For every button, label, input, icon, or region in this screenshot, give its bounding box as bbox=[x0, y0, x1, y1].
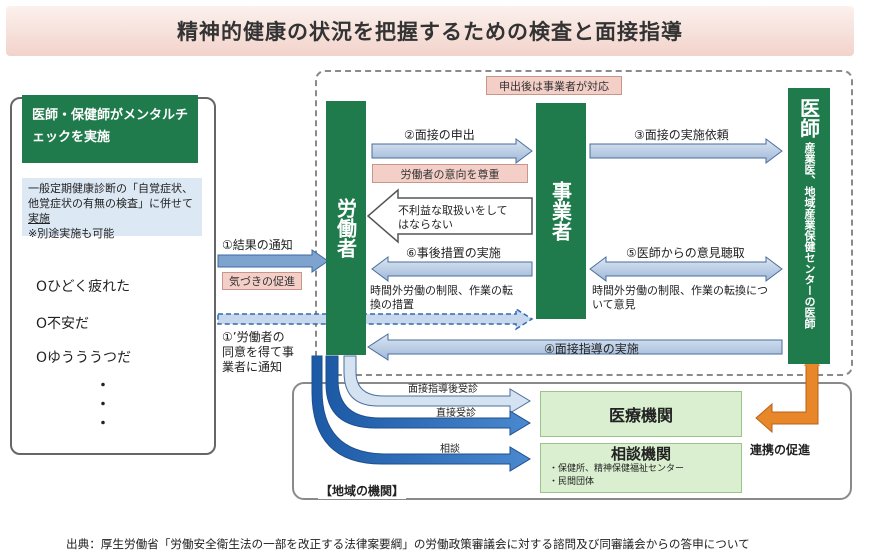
label-post-measures: ⑥事後措置の実施 bbox=[406, 246, 501, 260]
arrow-hear-opinion bbox=[589, 256, 783, 282]
consent-line-3: 業者に通知 bbox=[222, 360, 283, 374]
note-line-1: 一般定期健康診断の「自覚症状、 bbox=[28, 182, 193, 195]
arrow-direct-visit bbox=[325, 355, 531, 436]
symptom-more-1: ・ bbox=[96, 378, 110, 394]
symptom-depressed: Oゆうううつだ bbox=[36, 350, 132, 366]
medical-label: 医療機関 bbox=[608, 406, 673, 425]
doctor-sublabel: 産業医、地域産業保健センターの医師 bbox=[803, 142, 816, 329]
label-awareness: 気づきの促進 bbox=[222, 272, 302, 290]
label-result-notice: ①結果の通知 bbox=[222, 238, 293, 252]
regional-label: 【地域の機関】 bbox=[318, 482, 407, 499]
regional-boundary bbox=[292, 382, 852, 500]
medical-institution: 医療機関 bbox=[540, 391, 742, 437]
label-consent: ①’労働者の 同意を得て事 業者に通知 bbox=[222, 330, 294, 375]
label-interview-ask: ③面接の実施依頼 bbox=[634, 128, 729, 142]
post-measures-detail-line-2: 換の措置 bbox=[370, 298, 414, 311]
label-hear-opinion-detail: 時間外労働の制限、作業の転換につ いて意見 bbox=[592, 284, 768, 312]
arrow-consult bbox=[311, 355, 531, 472]
cooperation-label: 連携の促進 bbox=[750, 443, 811, 457]
symptom-more-2: ・ bbox=[96, 397, 110, 413]
label-hear-opinion: ⑤医師からの意見聴取 bbox=[626, 246, 745, 260]
consult-item-2: ・民間団体 bbox=[549, 477, 595, 487]
arrow-interview-request bbox=[371, 138, 533, 164]
top-note: 申出後は事業者が対応 bbox=[486, 76, 622, 95]
no-disadvantage-line-2: はならない bbox=[398, 218, 453, 231]
hear-opinion-detail-line-1: 時間外労働の制限、作業の転換につ bbox=[592, 284, 768, 297]
employer-label: 事業者 bbox=[548, 181, 573, 241]
consent-line-1: ①’労働者の bbox=[222, 330, 285, 344]
arrow-cooperation bbox=[755, 361, 819, 434]
company-boundary bbox=[315, 70, 853, 376]
label-no-disadvantage: 不利益な取扱いをして はならない bbox=[398, 204, 528, 232]
arrow-post-measures bbox=[371, 256, 533, 282]
arrow-consent-notice bbox=[217, 307, 534, 331]
page-title: 精神的健康の状況を把握するための検査と面接指導 bbox=[6, 6, 854, 56]
post-measures-detail-line-1: 時間外労働の制限、作業の転 bbox=[370, 284, 513, 297]
consult-item-1: ・保健所、精神保健福祉センター bbox=[549, 464, 685, 474]
note-line-2: 他覚症状の有無の検査」に併せて bbox=[28, 197, 193, 210]
no-disadvantage-line-1: 不利益な取扱いをして bbox=[398, 204, 508, 217]
symptom-tired: Oひどく疲れた bbox=[36, 279, 131, 295]
label-direct-visit: 直接受診 bbox=[436, 408, 476, 419]
arrow-interview-ask bbox=[589, 138, 783, 164]
hear-opinion-detail-line-2: いて意見 bbox=[592, 298, 636, 311]
stress-check-header: 医師・保健師がメンタルチェックを実施 bbox=[22, 95, 198, 163]
worker-label: 労働者 bbox=[333, 198, 358, 258]
label-after-interview: 面接指導後受診 bbox=[408, 384, 478, 395]
label-respect-will: 労働者の意向を尊重 bbox=[372, 164, 528, 183]
doctor-column: 医師 産業医、地域産業保健センターの医師 bbox=[788, 88, 830, 364]
label-interview-request: ②面接の申出 bbox=[404, 128, 475, 142]
consult-title: 相談機関 bbox=[610, 445, 671, 463]
note-line-4: ※別途実施も可能 bbox=[28, 227, 115, 240]
symptom-more-3: ・ bbox=[96, 416, 110, 432]
label-consult: 相談 bbox=[440, 444, 460, 455]
consent-line-2: 同意を得て事 bbox=[222, 345, 295, 359]
note-line-3: 実施 bbox=[28, 212, 50, 225]
arrow-interview-conduct bbox=[367, 333, 783, 361]
label-post-measures-detail: 時間外労働の制限、作業の転 換の措置 bbox=[370, 284, 513, 312]
consult-organization: 相談機関 ・保健所、精神保健福祉センター ・民間団体 bbox=[540, 443, 742, 493]
worker-column: 労働者 bbox=[326, 101, 366, 355]
label-interview-conduct: ④面接指導の実施 bbox=[544, 342, 639, 356]
stress-check-note: 一般定期健康診断の「自覚症状、 他覚症状の有無の検査」に併せて 実施 ※別途実施… bbox=[22, 178, 202, 240]
symptom-anxious: O不安だ bbox=[36, 316, 90, 332]
arrow-after-interview bbox=[343, 355, 531, 414]
arrow-result-notice bbox=[217, 249, 329, 273]
doctor-label: 医師 bbox=[796, 98, 821, 138]
source-citation: 出典：厚生労働省「労働安全衛生法の一部を改正する法律案要綱」の労働政策審議会に対… bbox=[66, 537, 750, 551]
employer-column: 事業者 bbox=[536, 103, 586, 319]
arrow-no-disadvantage bbox=[366, 188, 533, 244]
